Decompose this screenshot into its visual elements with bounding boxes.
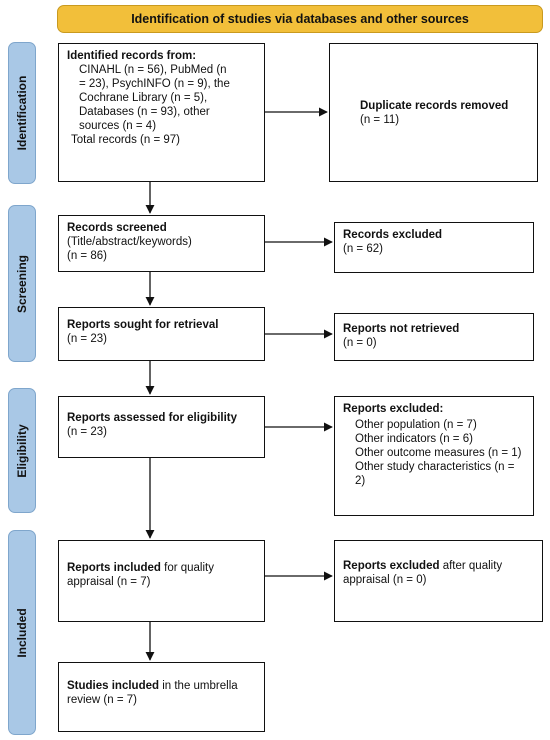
identified-line: sources (n = 4) [79,120,157,132]
sought-count: (n = 23) [67,333,107,345]
records-excluded-box: Records excluded (n = 62) [334,222,534,273]
identified-title: Identified records from: [67,50,197,62]
screened-count: (n = 86) [67,250,107,262]
not-retrieved-title: Reports not retrieved [343,323,460,335]
excluded-records-title: Records excluded [343,229,443,241]
list-item: Other population (n = 7) [355,419,477,431]
phase-identification: Identification [8,42,36,184]
phase-eligibility-label: Eligibility [15,423,29,478]
list-item: Other study characteristics (n = 2) [355,461,515,487]
phase-included: Included [8,530,36,735]
duplicates-title: Duplicate records removed [360,100,509,112]
phase-screening: Screening [8,205,36,362]
identified-line: = 23), PsychINFO (n = 9), the [79,78,230,90]
reports-not-retrieved-box: Reports not retrieved (n = 0) [334,313,534,361]
screened-detail: (Title/abstract/keywords) [67,236,192,248]
identified-line: Cochrane Library (n = 5), [79,92,208,104]
studies-included-text: in the umbrella review (n = 7) [67,680,238,706]
reports-sought-box: Reports sought for retrieval (n = 23) [58,307,265,361]
assessed-title: Reports assessed for eligibility [67,412,238,424]
sought-title: Reports sought for retrieval [67,319,219,331]
reports-assessed-box: Reports assessed for eligibility (n = 23… [58,396,265,458]
duplicate-records-box: Duplicate records removed (n = 11) [329,43,538,182]
identified-total: Total records (n = 97) [71,134,180,146]
phase-screening-label: Screening [15,254,29,313]
reports-excluded-box: Reports excluded: Other population (n = … [334,396,534,516]
header-title: Identification of studies via databases … [131,12,469,26]
phase-included-label: Included [15,607,29,658]
records-screened-box: Records screened (Title/abstract/keyword… [58,215,265,272]
excluded-appraisal-title: Reports excluded [343,560,440,572]
included-appraisal-title: Reports included [67,562,161,574]
reports-excluded-title: Reports excluded: [343,403,444,415]
identified-line: CINAHL (n = 56), PubMed (n [79,64,227,76]
included-appraisal-text: for quality appraisal (n = 7) [67,562,214,588]
assessed-count: (n = 23) [67,426,107,438]
phase-identification-label: Identification [15,75,29,151]
excluded-records-count: (n = 62) [343,243,383,255]
studies-included-box: Studies included in the umbrella review … [58,662,265,732]
excluded-after-appraisal-box: Reports excluded after quality appraisal… [334,540,543,622]
list-item: Other outcome measures (n = 1) [355,447,522,459]
exclusion-reasons-list: Other population (n = 7) Other indicator… [343,418,525,488]
list-item: Other indicators (n = 6) [355,433,473,445]
studies-included-title: Studies included [67,680,160,692]
header-banner: Identification of studies via databases … [57,5,543,33]
phase-eligibility: Eligibility [8,388,36,513]
screened-title: Records screened [67,222,167,234]
identified-line: Databases (n = 93), other [79,106,210,118]
identified-records-box: Identified records from: CINAHL (n = 56)… [58,43,265,182]
reports-included-box: Reports included for quality appraisal (… [58,540,265,622]
not-retrieved-count: (n = 0) [343,337,377,349]
excluded-appraisal-text: after quality appraisal (n = 0) [343,560,503,586]
duplicates-count: (n = 11) [360,114,400,126]
